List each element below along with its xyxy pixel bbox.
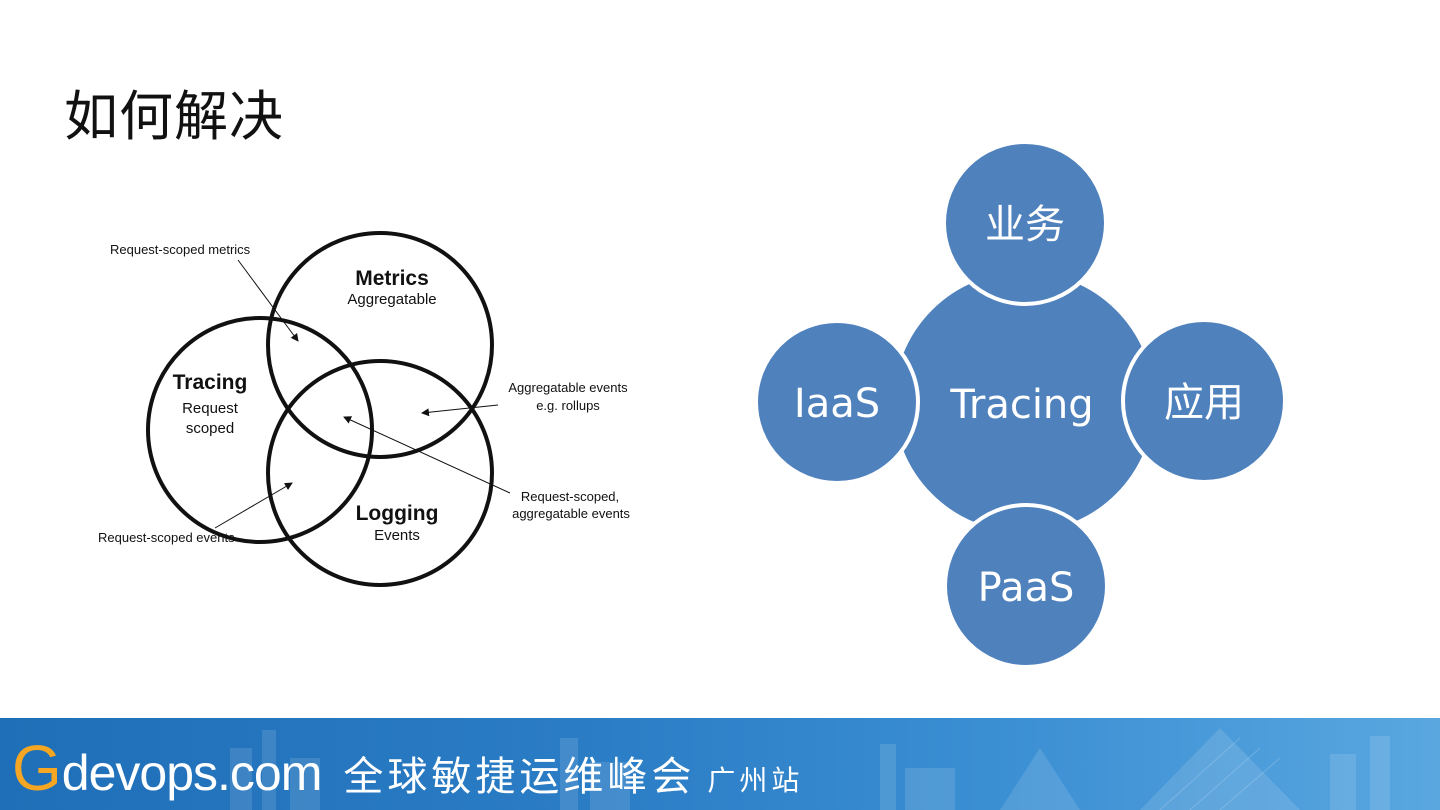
- brand-logo: G devops.com 全球敏捷运维峰会 广州站: [12, 728, 803, 808]
- venn-diagram: Metrics Aggregatable Tracing Request sco…: [98, 231, 630, 587]
- radial-diagram: Tracing 业务 应用 PaaS IaaS: [754, 140, 1287, 669]
- arrow-request-scoped-aggregatable: [343, 416, 511, 494]
- venn-label-tracing: Tracing: [173, 371, 248, 394]
- radial-top-label: 业务: [985, 202, 1065, 248]
- venn-label-metrics: Metrics: [355, 267, 429, 290]
- radial-node-bottom: [943, 503, 1109, 669]
- footer-banner: G devops.com 全球敏捷运维峰会 广州站: [0, 718, 1440, 810]
- venn-sublabel-tracing-1: Request: [182, 400, 239, 417]
- venn-sublabel-tracing-2: scoped: [186, 420, 234, 437]
- radial-bottom-label: PaaS: [978, 565, 1075, 611]
- radial-node-top: [942, 140, 1108, 306]
- brand-slogan: 全球敏捷运维峰会: [343, 754, 696, 800]
- venn-sublabel-logging: Events: [374, 527, 420, 544]
- venn-label-logging: Logging: [356, 502, 439, 525]
- venn-circle-tracing: [146, 316, 374, 544]
- radial-node-right: [1121, 318, 1287, 484]
- brand-city: 广州站: [707, 764, 804, 797]
- annotation-request-scoped-aggregatable-2: aggregatable events: [512, 506, 630, 521]
- radial-left-label: IaaS: [794, 381, 880, 427]
- venn-sublabel-metrics: Aggregatable: [347, 291, 436, 308]
- brand-g: G: [12, 732, 62, 804]
- arrow-aggregatable-events: [421, 404, 499, 417]
- venn-circle-metrics: [266, 231, 494, 459]
- annotation-aggregatable-events-2: e.g. rollups: [536, 398, 600, 413]
- venn-circle-logging: [266, 359, 494, 587]
- annotation-request-scoped-metrics: Request-scoped metrics: [110, 242, 251, 257]
- arrow-request-scoped-events: [214, 482, 293, 529]
- arrow-request-scoped-metrics: [237, 259, 299, 342]
- annotation-aggregatable-events-1: Aggregatable events: [508, 380, 628, 395]
- slide-title: 如何解决: [64, 85, 284, 148]
- radial-node-left: [754, 319, 920, 485]
- skyline-image: [230, 728, 1390, 810]
- annotation-request-scoped-aggregatable-1: Request-scoped,: [521, 489, 619, 504]
- radial-right-label: 应用: [1164, 380, 1244, 426]
- brand-name: devops.com: [61, 745, 323, 801]
- radial-center-label: Tracing: [949, 382, 1093, 428]
- annotation-request-scoped-events: Request-scoped events: [98, 530, 235, 545]
